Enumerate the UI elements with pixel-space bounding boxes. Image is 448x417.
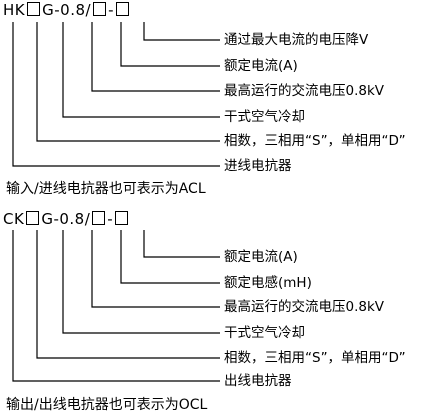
label-rated-current: 额定电流(A) — [224, 58, 298, 74]
leader-line-2 — [120, 230, 220, 284]
leader-line-4 — [62, 230, 220, 334]
current-box — [115, 211, 129, 225]
leader-line-4 — [62, 22, 220, 118]
code-dash: - — [107, 210, 114, 228]
leader-line-3 — [91, 22, 220, 92]
caption: 输入/进线电抗器也可表示为ACL — [6, 181, 206, 197]
last-box — [116, 2, 130, 16]
label-rated-inductance: 额定电感(mH) — [224, 275, 312, 291]
leader-line-1 — [143, 230, 220, 258]
inductance-box — [92, 211, 106, 225]
leader-lines — [12, 22, 220, 167]
code-cooling: G — [42, 1, 55, 19]
code-slash: / — [85, 1, 92, 19]
label-max-voltage: 最高运行的交流电压0.8kV — [224, 299, 385, 315]
label-max-voltage: 最高运行的交流电压0.8kV — [224, 83, 385, 99]
label-rated-current: 额定电流(A) — [224, 249, 298, 265]
leader-line-6 — [12, 230, 220, 382]
code-dash: - — [54, 1, 61, 19]
code-dash: - — [53, 210, 60, 228]
label-voltage-drop: 通过最大电流的电压降V — [224, 32, 369, 48]
label-cooling: 干式空气冷却 — [224, 109, 305, 125]
code-cooling: G — [41, 210, 54, 228]
label-reactor-type: 进线电抗器 — [224, 158, 292, 174]
label-cooling: 干式空气冷却 — [224, 325, 305, 341]
code-slash: / — [84, 210, 91, 228]
leader-line-2 — [120, 22, 220, 67]
leader-line-5 — [36, 22, 220, 142]
leader-line-1 — [143, 22, 220, 41]
label-phase: 相数，三相用“S”，单相用“D” — [224, 133, 406, 149]
leader-line-6 — [12, 22, 220, 167]
leader-line-5 — [36, 230, 220, 359]
code-voltage: 0.8 — [60, 1, 86, 19]
code-prefix: HK — [3, 1, 26, 19]
phase-box — [26, 211, 40, 225]
caption: 输出/出线电抗器也可表示为OCL — [6, 397, 208, 413]
code-prefix: CK — [3, 210, 25, 228]
phase-box — [27, 2, 41, 16]
leader-lines — [12, 230, 220, 382]
code-voltage: 0.8 — [59, 210, 85, 228]
code-dash: - — [108, 1, 115, 19]
leader-line-3 — [91, 230, 220, 308]
current-box — [93, 2, 107, 16]
label-reactor-type: 出线电抗器 — [224, 373, 292, 389]
label-phase: 相数，三相用“S”，单相用“D” — [224, 350, 406, 366]
